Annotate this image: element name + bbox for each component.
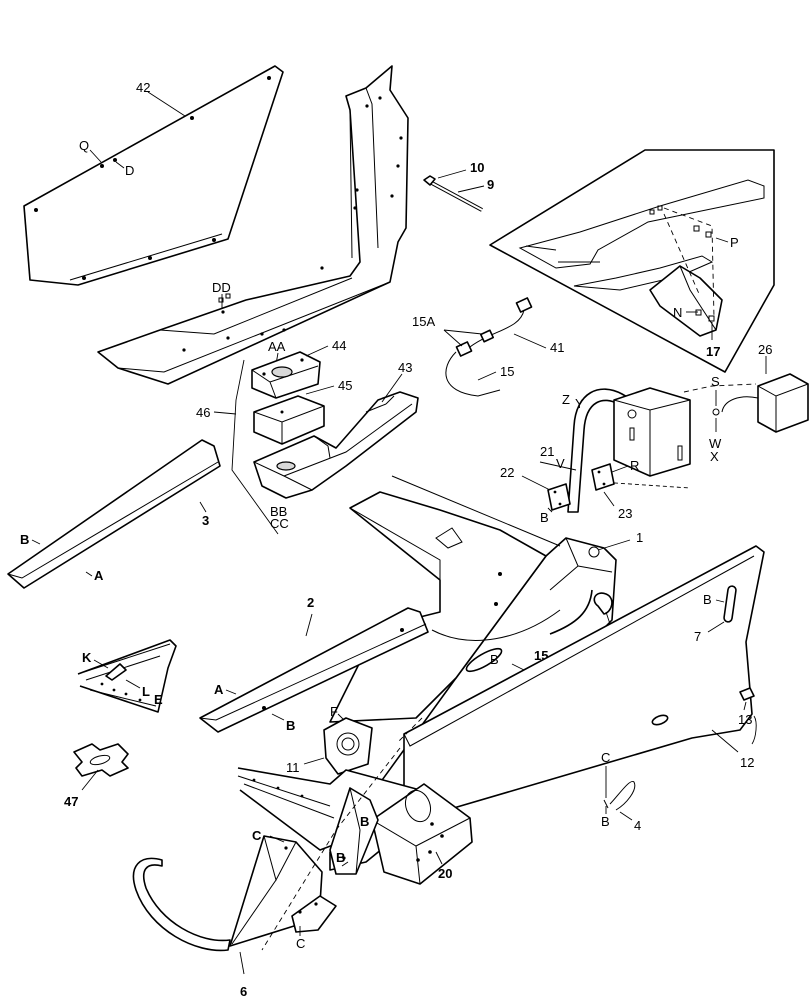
inset-detail-17 [489, 149, 775, 373]
letter-c-lower: C [296, 936, 305, 951]
part-3-divider[interactable] [7, 439, 221, 589]
letter-b-22: B [540, 510, 549, 525]
label-17: 17 [706, 344, 720, 359]
rail-detail [77, 639, 177, 713]
label-15a: 15A [412, 314, 435, 329]
label-6: 6 [240, 984, 247, 999]
letter-q: Q [79, 138, 89, 153]
part-15-cable[interactable] [445, 351, 501, 397]
part-16-clip[interactable] [593, 592, 613, 615]
letter-bb: BB [270, 504, 287, 519]
letter-b-15: B [490, 652, 499, 667]
label-46: 46 [196, 405, 210, 420]
label-20: 20 [438, 866, 452, 881]
letter-x: X [710, 449, 719, 464]
part-2-divider[interactable] [199, 607, 429, 733]
letter-f: F [330, 704, 338, 719]
part-23-plate[interactable] [591, 463, 615, 491]
label-4: 4 [634, 818, 641, 833]
part-47-gasket[interactable] [73, 743, 129, 777]
letter-aa: AA [268, 339, 286, 354]
label-12: 12 [740, 755, 754, 770]
part-20-bracket[interactable] [371, 783, 473, 885]
label-43: 43 [398, 360, 412, 375]
hood-support-plate[interactable] [329, 475, 561, 723]
part-13-plug[interactable] [739, 687, 755, 701]
letter-w: W [709, 436, 722, 451]
letter-c-6: C [252, 828, 262, 843]
letter-dd-top: DD [212, 280, 231, 295]
part-11-cover-plate[interactable] [323, 717, 373, 775]
label-26: 26 [758, 342, 772, 357]
letter-v: V [556, 456, 565, 471]
label-1: 1 [636, 530, 643, 545]
letter-d: D [125, 163, 134, 178]
letter-l: L [142, 684, 150, 699]
letter-n: N [673, 305, 682, 320]
label-11: 11 [286, 760, 300, 775]
letter-b-20: B [360, 814, 369, 829]
letter-b-7: B [703, 592, 712, 607]
letter-a-part2: A [214, 682, 224, 697]
letter-a-part3: A [94, 568, 104, 583]
letter-k: K [82, 650, 92, 665]
label-22: 22 [500, 465, 514, 480]
part-45-pad[interactable] [253, 395, 325, 445]
part-22-plate[interactable] [547, 483, 571, 511]
label-41: 41 [550, 340, 564, 355]
label-7: 7 [694, 629, 701, 644]
letter-b-part2: B [286, 718, 295, 733]
label-9: 9 [487, 177, 494, 192]
part-41-harness[interactable] [455, 297, 533, 357]
label-45: 45 [338, 378, 352, 393]
part-43-channel[interactable] [253, 391, 419, 499]
part-6-crop-divider[interactable] [132, 787, 379, 952]
label-3: 3 [202, 513, 209, 528]
letter-z: Z [562, 392, 570, 407]
label-42: 42 [136, 80, 150, 95]
label-23: 23 [618, 506, 632, 521]
letter-e: E [154, 692, 163, 707]
label-15-cable: 15 [500, 364, 514, 379]
label-21: 21 [540, 444, 554, 459]
letter-b-part3: B [20, 532, 29, 547]
label-47: 47 [64, 794, 78, 809]
letter-s: S [711, 374, 720, 389]
letter-r: R [630, 458, 639, 473]
main-frame-upright[interactable] [97, 65, 409, 385]
letter-b-6: B [336, 850, 345, 865]
label-10: 10 [470, 160, 484, 175]
part-9-pin[interactable] [423, 175, 483, 212]
part-42-side-panel[interactable] [23, 65, 284, 286]
part-21-tube-bracket[interactable] [567, 387, 691, 513]
letter-b-4: B [601, 814, 610, 829]
label-44: 44 [332, 338, 346, 353]
letter-cc: CC [270, 516, 289, 531]
letter-y: Y [575, 396, 584, 411]
part-44-block[interactable] [251, 351, 321, 399]
label-13: 13 [738, 712, 752, 727]
letter-p: P [730, 235, 739, 250]
part-4-pin[interactable] [603, 780, 636, 811]
letter-c-4: C [601, 750, 610, 765]
part-26-cover[interactable] [721, 373, 809, 433]
label-2: 2 [307, 595, 314, 610]
